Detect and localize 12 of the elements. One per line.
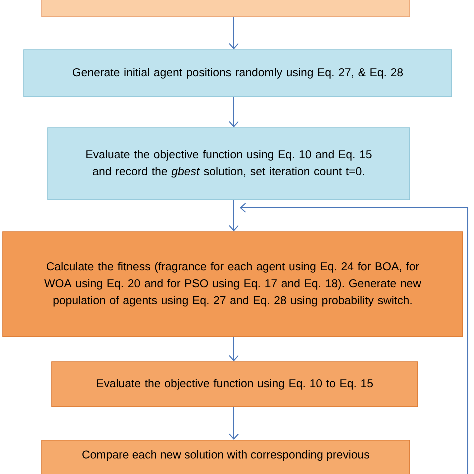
process-box: Evaluate the objective function using Eq. 10 and Eq. 15 and record the gbest solution, set iteration count t=0. (48, 128, 410, 200)
arrow (229, 96, 239, 128)
arrow (240, 203, 468, 474)
process-box (42, 0, 410, 18)
process-box: Evaluate the objective function using Eq. 10 to Eq. 15 (52, 362, 418, 408)
process-box: Calculate the fitness (fragrance for each agent using Eq. 24 for BOA, for WOA using Eq. 20 and for PSO using Eq. 17 and Eq. 18). Generate new population of agents using Eq. 27 and Eq. 28 using probability switch. (2, 232, 464, 338)
arrow (229, 200, 239, 232)
arrow (229, 336, 239, 362)
process-box: Generate initial agent positions randomly using Eq. 27, & Eq. 28 (24, 50, 452, 98)
arrow (229, 16, 239, 50)
arrow (229, 406, 239, 440)
process-box: Compare each new solution with corresponding previous (42, 440, 410, 474)
